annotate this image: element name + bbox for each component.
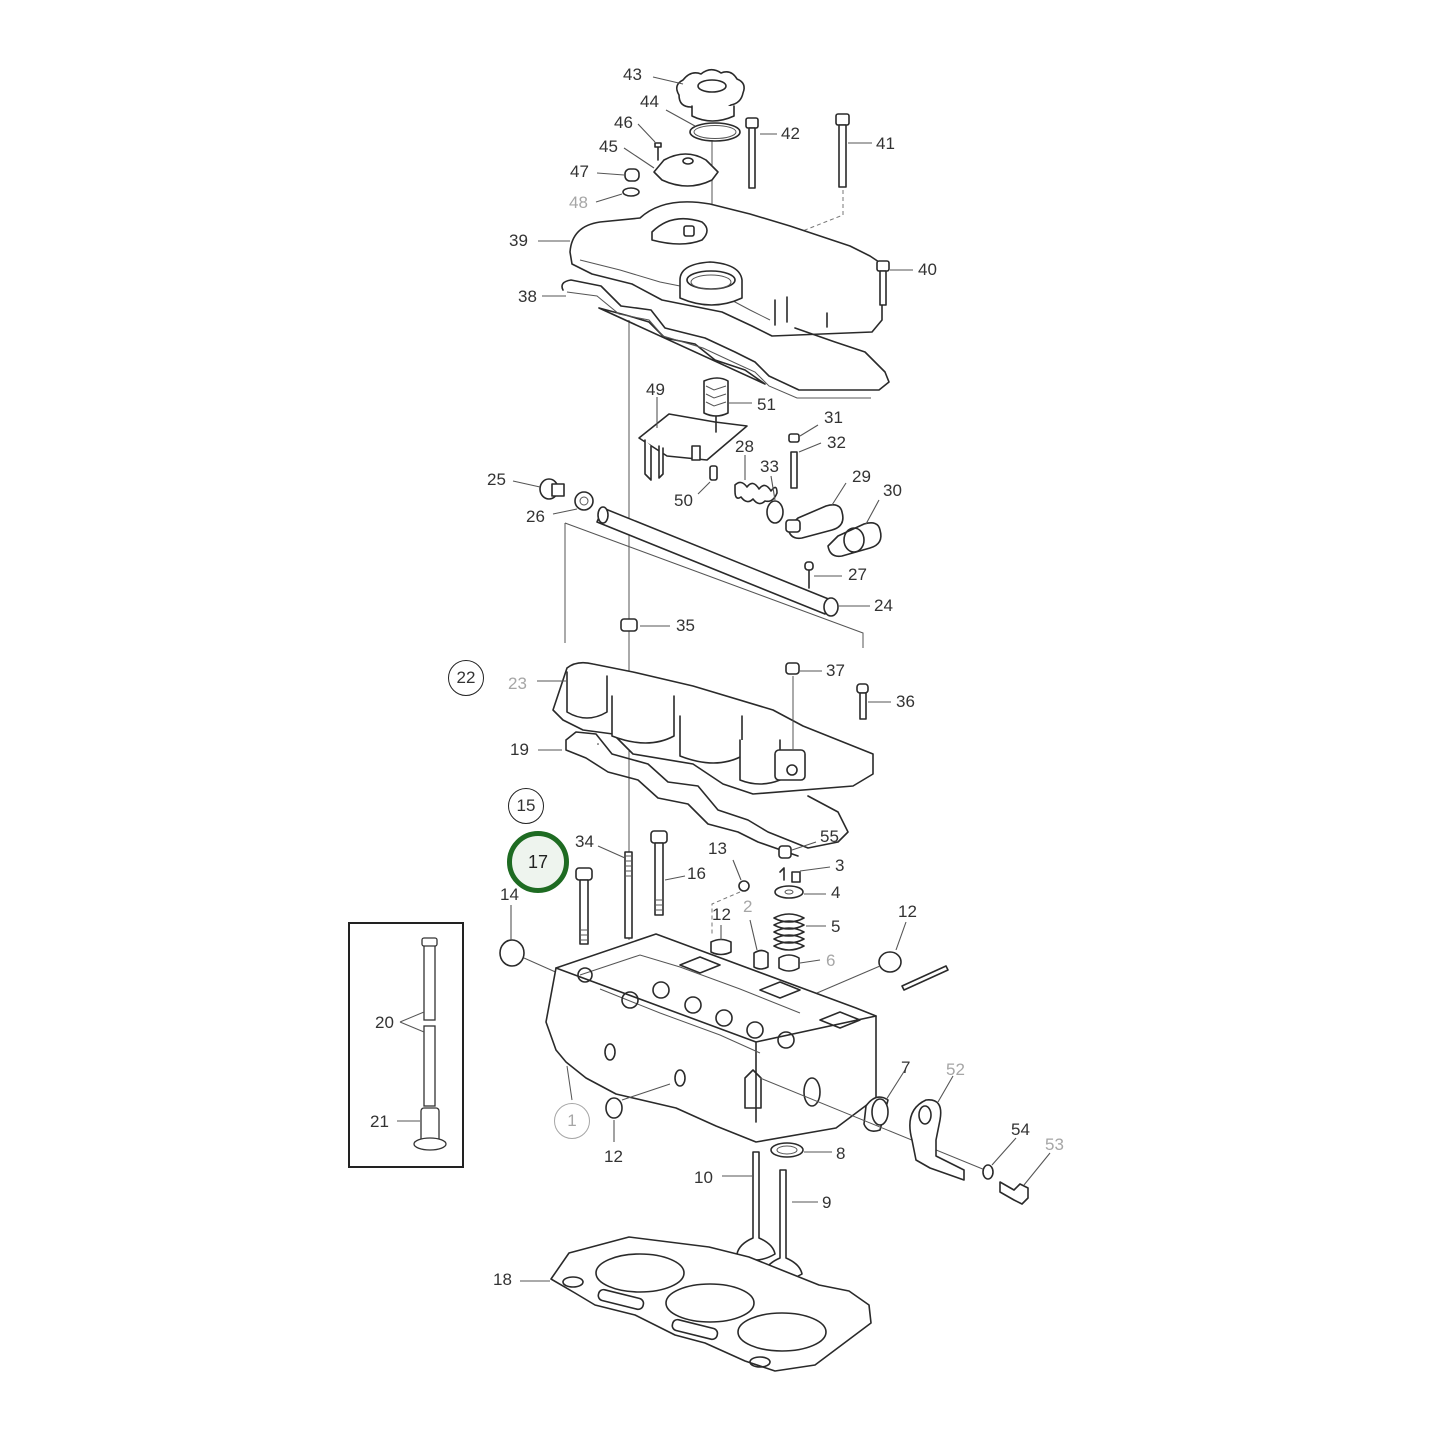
callout-6[interactable]: 6 [826,951,836,970]
callout-28[interactable]: 28 [735,437,754,456]
bolt-42 [745,117,777,189]
callout-48[interactable]: 48 [569,193,588,212]
callout-15-circled[interactable]: 15 [508,788,544,824]
callout-19[interactable]: 19 [510,740,529,759]
callout-8[interactable]: 8 [836,1144,846,1163]
callout-51[interactable]: 51 [757,395,776,414]
callout-33[interactable]: 33 [760,457,779,476]
oil-filler-cap [652,68,745,122]
callout-26[interactable]: 26 [526,507,545,526]
rocker-shaft [564,506,870,648]
callout-14[interactable]: 14 [500,885,519,904]
callout-43[interactable]: 43 [623,65,642,84]
callout-52[interactable]: 52 [946,1060,965,1079]
callout-55[interactable]: 55 [820,827,839,846]
callout-31[interactable]: 31 [824,408,843,427]
callout-34[interactable]: 34 [575,832,594,851]
callout-38[interactable]: 38 [518,287,537,306]
callout-47[interactable]: 47 [570,162,589,181]
callout-36[interactable]: 36 [896,692,915,711]
valve-cover [538,201,883,337]
callout-9[interactable]: 9 [822,1193,832,1212]
callout-2[interactable]: 2 [743,897,753,916]
callout-50[interactable]: 50 [674,491,693,510]
callout-35[interactable]: 35 [676,616,695,635]
callout-37[interactable]: 37 [826,661,845,680]
callout-32[interactable]: 32 [827,433,846,452]
callout-20[interactable]: 20 [375,1013,394,1032]
callout-49[interactable]: 49 [646,380,665,399]
callout-22-circled[interactable]: 22 [448,660,484,696]
callout-13[interactable]: 13 [708,839,727,858]
callout-16[interactable]: 16 [687,864,706,883]
callout-45[interactable]: 45 [599,137,618,156]
callout-24[interactable]: 24 [874,596,893,615]
callout-12-right[interactable]: 12 [898,902,917,921]
callout-54[interactable]: 54 [1011,1120,1030,1139]
callout-3[interactable]: 3 [835,856,845,875]
callout-5[interactable]: 5 [831,917,841,936]
callout-29[interactable]: 29 [852,467,871,486]
callout-44[interactable]: 44 [640,92,659,111]
callout-7[interactable]: 7 [901,1058,911,1077]
rocker-housing [537,661,874,795]
pushrod-drawing [397,937,447,1151]
callout-12[interactable]: 12 [712,905,731,924]
callout-23[interactable]: 23 [508,674,527,693]
callout-12-bottom[interactable]: 12 [604,1147,623,1166]
callout-42[interactable]: 42 [781,124,800,143]
callout-27[interactable]: 27 [848,565,867,584]
callout-25[interactable]: 25 [487,470,506,489]
callout-10[interactable]: 10 [694,1168,713,1187]
callout-53[interactable]: 53 [1045,1135,1064,1154]
callout-46[interactable]: 46 [614,113,633,132]
callout-40[interactable]: 40 [918,260,937,279]
callout-17-highlighted[interactable]: 17 [507,831,569,893]
callout-18[interactable]: 18 [493,1270,512,1289]
pushrod-inset-box [348,922,464,1168]
head-gasket [520,1236,872,1372]
bracket-49 [638,397,748,481]
callout-4[interactable]: 4 [831,883,841,902]
callout-41[interactable]: 41 [876,134,895,153]
bolt-41 [799,113,872,248]
callout-30[interactable]: 30 [883,481,902,500]
callout-1-circled[interactable]: 1 [554,1103,590,1139]
callout-39[interactable]: 39 [509,231,528,250]
callout-21[interactable]: 21 [370,1112,389,1131]
cylinder-head [545,933,877,1143]
